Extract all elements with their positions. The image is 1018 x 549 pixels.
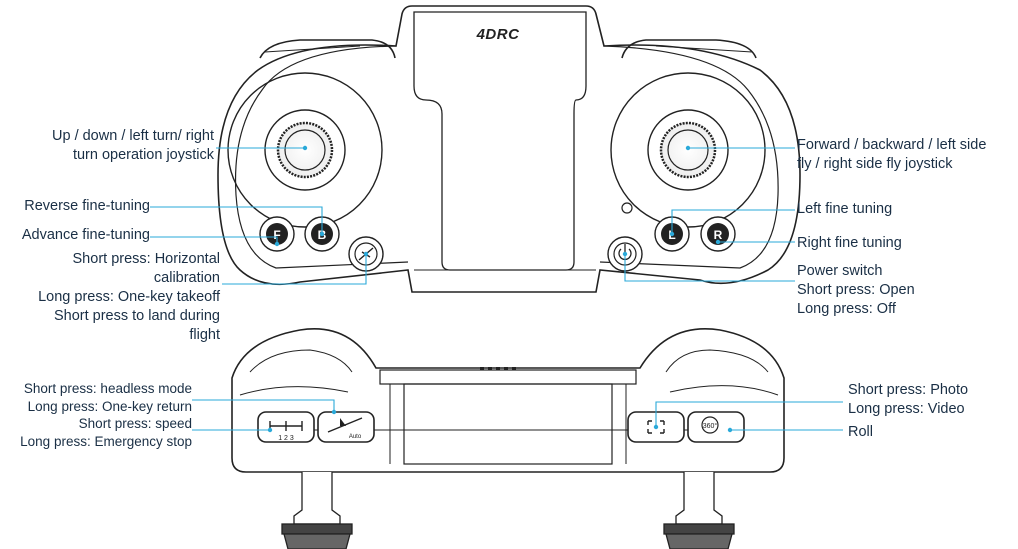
- label-right-trim: Right fine tuning: [797, 235, 902, 251]
- roll-glyph: 360°: [703, 422, 718, 430]
- brand-logo: 4DRC: [476, 26, 520, 43]
- roll-button[interactable]: 360°: [687, 411, 745, 443]
- bottom-controller-outline: [231, 328, 785, 473]
- label-power-switch: Power switch Short press: Open Long pres…: [797, 263, 915, 317]
- label-photo-video: Short press: Photo Long press: Video: [848, 382, 969, 417]
- label-calibration-takeoff: Short press: Horizontal calibration Long…: [38, 251, 220, 343]
- label-left-joystick: Up / down / left turn/ right turn operat…: [52, 128, 214, 163]
- right-glyph: R: [714, 228, 723, 242]
- left-stick-stem: [281, 472, 353, 549]
- vent-dots: [480, 367, 516, 370]
- top-controller-outline: [217, 5, 801, 293]
- headless-return-button[interactable]: Auto: [317, 411, 375, 443]
- speed-glyph: 1 2 3: [278, 435, 294, 442]
- leader-lines: [150, 147, 843, 431]
- advance-trim-button[interactable]: F: [259, 216, 295, 252]
- right-stick-stem: [663, 472, 735, 549]
- speed-button[interactable]: 1 2 3: [257, 411, 315, 443]
- label-speed-stop: Short press: speed Long press: Emergency…: [20, 416, 192, 449]
- status-led-icon: [621, 202, 633, 214]
- label-advance-trim: Advance fine-tuning: [21, 227, 150, 243]
- label-left-trim: Left fine tuning: [797, 201, 893, 217]
- advance-glyph: F: [273, 228, 280, 242]
- label-headless-return: Short press: headless mode Long press: O…: [23, 381, 192, 414]
- label-right-joystick: Forward / backward / left side fly / rig…: [797, 137, 987, 172]
- label-reverse-trim: Reverse fine-tuning: [24, 198, 150, 214]
- auto-glyph: Auto: [349, 434, 362, 440]
- leader-dots: [267, 145, 733, 433]
- right-trim-button[interactable]: R: [700, 216, 736, 252]
- label-roll: Roll: [848, 424, 873, 440]
